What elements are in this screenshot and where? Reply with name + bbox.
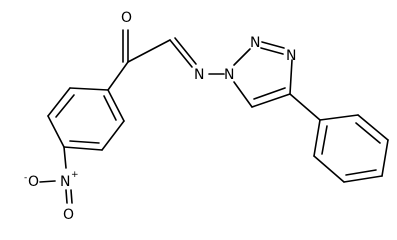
bond-ring1-b (47, 87, 71, 117)
bond-ph-inner-1 (355, 122, 381, 144)
bond-tri-n2-n3 (261, 41, 285, 49)
nitro-nitrogen-charge: + (71, 170, 79, 180)
bond-ph-inner-2 (345, 169, 377, 176)
bond-tri-n2-n3-b (260, 47, 284, 55)
bond-ring1-a (69, 87, 109, 91)
bond-ring1-inner-3 (103, 95, 117, 121)
bond-ring1-e (101, 120, 125, 151)
bond-tri-n1-n2 (233, 48, 251, 66)
bond-ph-inner-3 (321, 125, 328, 155)
nitro-nitrogen-label: N (60, 174, 70, 190)
bond-c4-phenyl (289, 93, 321, 121)
bond-imine-double (169, 39, 193, 68)
bond-nitro-o1 (39, 180, 56, 183)
bond-c-ring (107, 61, 129, 91)
bond-ph-a (319, 114, 359, 121)
imine-nitrogen-label: N (194, 67, 204, 83)
bond-nitro-o2 (65, 189, 68, 204)
nitro-oxygen-charge: - (24, 173, 27, 183)
bond-layer (39, 29, 389, 204)
bond-ring-nitro (63, 146, 67, 169)
bond-ph-e (313, 155, 345, 183)
bond-tri-c4-c5 (251, 93, 291, 108)
bond-c-ch (127, 39, 171, 63)
bond-ring1-inner-2 (69, 140, 100, 144)
bond-ph-f (313, 119, 321, 157)
bond-ph-c (381, 139, 389, 177)
bond-imine-double-2 (174, 37, 197, 65)
triazole-n2-label: N (250, 35, 260, 51)
bond-ring1-c (47, 115, 65, 148)
nitro-oxygen-bottom-label: O (63, 207, 74, 223)
bond-tri-c4-c5-b (253, 87, 286, 100)
molecule-structure: O N N N N N + O - O (24, 10, 389, 223)
triazole-n1-label: N (224, 67, 234, 83)
bond-tri-n3-c4 (289, 59, 293, 95)
bond-ring1-d (63, 146, 103, 151)
triazole-n3-label: N (286, 48, 296, 64)
carbonyl-oxygen-label: O (121, 10, 132, 26)
bond-ring1-f (107, 89, 125, 122)
bond-ph-d (343, 175, 383, 183)
nitro-oxygen-left-label: O (28, 174, 39, 190)
atom-labels: O N N N N N + O - O (24, 10, 296, 223)
bond-tri-c5-n1 (233, 81, 253, 108)
bond-ring1-inner-1 (55, 94, 75, 118)
bond-ph-b (357, 114, 389, 141)
bond-nitro-o2-b (70, 189, 73, 204)
